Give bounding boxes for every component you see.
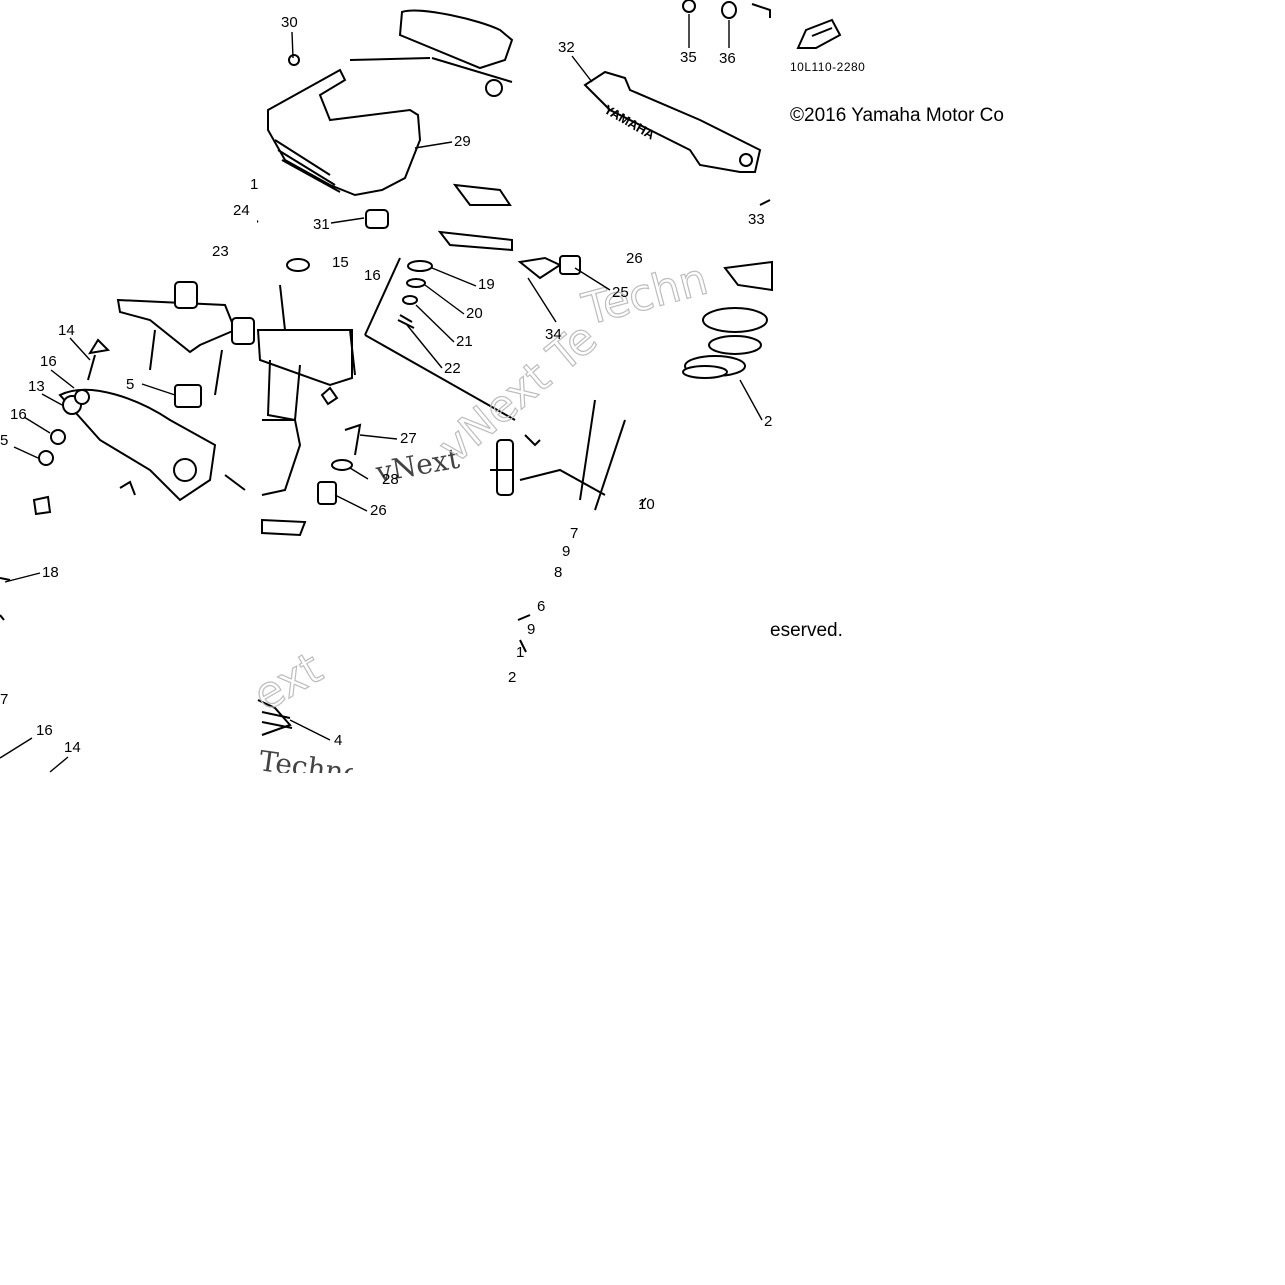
callout-label: 26 xyxy=(626,250,643,267)
tile-yamaha-bracket: YAMAHA xyxy=(583,0,771,206)
callout-label: 1 xyxy=(516,644,524,661)
callout-label: 30 xyxy=(281,14,298,31)
callout-label: 2 xyxy=(508,669,516,686)
callout-label: 7 xyxy=(570,525,578,542)
callout-label: 13 xyxy=(28,378,45,395)
callout-label: 1 xyxy=(250,176,258,193)
tile-lower-fragments xyxy=(0,577,531,736)
callout-label: 23 xyxy=(212,243,229,260)
diagram-code: 10L110-2280 xyxy=(790,60,865,74)
callout-label: 21 xyxy=(456,333,473,350)
callout-label: 16 xyxy=(364,267,381,284)
callout-label: 15 xyxy=(332,254,349,271)
callout-label: 19 xyxy=(478,276,495,293)
callout-label: 16 xyxy=(40,353,57,370)
callout-label: 29 xyxy=(454,133,471,150)
callout-label: 31 xyxy=(313,216,330,233)
callout-label: 25 xyxy=(612,284,629,301)
callout-label: 24 xyxy=(233,202,250,219)
callout-label: 14 xyxy=(58,322,75,339)
reserved-text: eserved. xyxy=(770,620,843,641)
callout-label: 33 xyxy=(748,211,765,228)
callout-label: 32 xyxy=(558,39,575,56)
callout-label: 4 xyxy=(334,732,342,749)
watermark-fragment: ext xyxy=(245,643,331,722)
callout-label: 5 xyxy=(0,432,8,449)
callout-label: 14 xyxy=(64,739,81,756)
tile-bearings xyxy=(517,255,773,511)
tile-steering-stem xyxy=(256,257,516,537)
callout-labels: 30 32 35 36 29 1 24 31 23 15 16 19 20 21… xyxy=(0,14,772,756)
callout-label: 26 xyxy=(370,502,387,519)
callout-label: 22 xyxy=(444,360,461,377)
callout-label: 16 xyxy=(36,722,53,739)
fwd-arrow-icon xyxy=(796,18,842,49)
callout-label: 36 xyxy=(719,50,736,67)
callout-label: 9 xyxy=(527,621,535,638)
callout-label: 7 xyxy=(0,691,8,708)
callout-label: 27 xyxy=(400,430,417,447)
tile-tail-cover xyxy=(247,9,514,252)
callout-label: 20 xyxy=(466,305,483,322)
callout-label: 5 xyxy=(126,376,134,393)
callout-label: 18 xyxy=(42,564,59,581)
watermark-fragment: Techn xyxy=(577,254,713,336)
callout-label: 16 xyxy=(10,406,27,423)
callout-label: 10 xyxy=(638,496,655,513)
callout-label: 8 xyxy=(554,564,562,581)
copyright-text: ©2016 Yamaha Motor Co xyxy=(790,105,1004,126)
callout-label: 6 xyxy=(537,598,545,615)
callout-label: 35 xyxy=(680,49,697,66)
callout-label: 9 xyxy=(562,543,570,560)
tile-handlebar-lower xyxy=(32,281,255,516)
callout-label: 34 xyxy=(545,326,562,343)
leader-lines xyxy=(0,14,763,773)
callout-label: 28 xyxy=(382,471,399,488)
callout-label: 2 xyxy=(764,413,772,430)
